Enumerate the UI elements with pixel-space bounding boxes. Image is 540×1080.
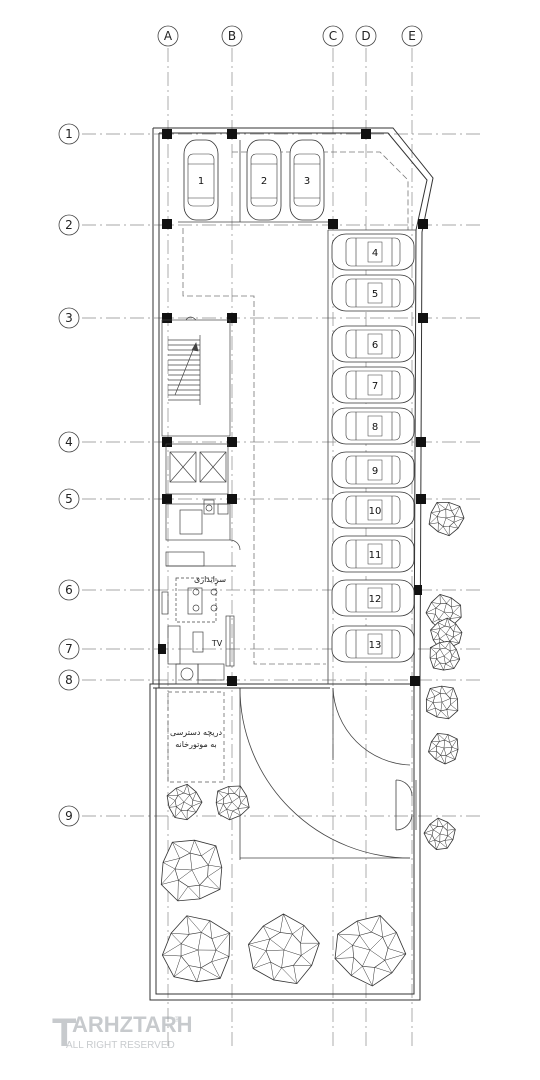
parking-number: 6 xyxy=(372,340,378,351)
grid-label-a: A xyxy=(164,29,173,43)
parking-number: 2 xyxy=(261,176,267,187)
parking-space-9: 9 xyxy=(331,451,415,489)
parking-space-12: 12 xyxy=(331,579,415,617)
parking-space-4: 4 xyxy=(331,233,415,271)
tv-label: TV xyxy=(211,639,223,648)
watermark-mark: T xyxy=(52,1011,76,1055)
access-hatch xyxy=(167,691,225,783)
parking-space-8: 8 xyxy=(331,407,415,445)
grid-bubble-row-7: 7 xyxy=(58,638,80,660)
caretaker-room xyxy=(161,551,236,685)
tree xyxy=(428,502,465,537)
elevators xyxy=(165,443,229,495)
caretaker-room-label: سرایداری xyxy=(194,575,226,584)
tree xyxy=(425,685,459,720)
grid-bubble-row-1: 1 xyxy=(58,123,80,145)
tree xyxy=(334,914,407,987)
parking-number: 7 xyxy=(372,381,378,392)
parking-number: 3 xyxy=(304,176,310,187)
grid-bubble-row-6: 6 xyxy=(58,579,80,601)
grid-bubble-row-8: 8 xyxy=(58,669,80,691)
grid-bubble-column-a: A xyxy=(157,25,179,47)
parking-number: 12 xyxy=(369,594,382,605)
tree xyxy=(428,732,459,765)
parking-number: 1 xyxy=(198,176,204,187)
wc xyxy=(165,499,241,551)
parking-number: 8 xyxy=(372,422,378,433)
tree xyxy=(160,839,223,902)
grid-bubble-column-b: B xyxy=(221,25,243,47)
parking-number: 10 xyxy=(369,506,382,517)
stair xyxy=(161,316,231,437)
parking-space-10: 10 xyxy=(331,491,415,529)
grid-label-e: E xyxy=(408,29,416,43)
exterior-walls xyxy=(149,127,434,1001)
parking-space-7: 7 xyxy=(331,366,415,404)
trees xyxy=(160,502,465,987)
watermark-registered: ® xyxy=(174,1015,180,1024)
hatch-label-line2: به موتورخانه xyxy=(175,740,217,749)
tree xyxy=(166,783,203,821)
parking-number: 11 xyxy=(369,550,382,561)
watermark-logo: T ARHZTARH ® ALL RIGHT RESERVED xyxy=(52,1011,193,1055)
grid-bubble-row-3: 3 xyxy=(58,307,80,329)
grid-label-3: 3 xyxy=(65,311,73,325)
parking-number: 4 xyxy=(372,248,378,259)
grid-label-1: 1 xyxy=(65,127,73,141)
watermark-rights: ALL RIGHT RESERVED xyxy=(66,1040,175,1051)
tree xyxy=(161,915,231,983)
hatch-label-line1: دریچه دسترسی xyxy=(170,728,223,737)
parking-space-1: 1 xyxy=(183,139,219,221)
grid-bubble-column-c: C xyxy=(322,25,344,47)
grid-label-4: 4 xyxy=(65,435,73,449)
grid-bubble-column-e: E xyxy=(401,25,423,47)
parking-space-11: 11 xyxy=(331,535,415,573)
parking-space-2: 2 xyxy=(246,139,282,221)
grid-bubble-column-d: D xyxy=(355,25,377,47)
grid-label-c: C xyxy=(329,29,337,43)
grid-label-b: B xyxy=(228,29,236,43)
grid-label-6: 6 xyxy=(65,583,73,597)
parking-number: 13 xyxy=(369,640,382,651)
grid-bubble-row-2: 2 xyxy=(58,214,80,236)
tree xyxy=(248,913,320,985)
tree xyxy=(215,785,250,821)
entrance-doors xyxy=(239,687,417,860)
grid-bubble-row-9: 9 xyxy=(58,805,80,827)
grid-label-5: 5 xyxy=(65,492,73,506)
tree xyxy=(429,640,461,671)
parking-space-5: 5 xyxy=(331,274,415,312)
grid-label-7: 7 xyxy=(65,642,73,656)
parking-space-3: 3 xyxy=(289,139,325,221)
watermark-brand: ARHZTARH xyxy=(72,1012,193,1037)
grid-bubble-row-4: 4 xyxy=(58,431,80,453)
parking-dividers xyxy=(178,140,416,684)
grid-label-d: D xyxy=(361,29,370,43)
parking-space-13: 13 xyxy=(331,625,415,663)
grid-label-2: 2 xyxy=(65,218,73,232)
parking-space-6: 6 xyxy=(331,325,415,363)
tree xyxy=(423,817,456,851)
grid-bubble-row-5: 5 xyxy=(58,488,80,510)
grid-label-8: 8 xyxy=(65,673,73,687)
tree xyxy=(425,593,462,631)
parking-number: 9 xyxy=(372,466,378,477)
grid-label-9: 9 xyxy=(65,809,73,823)
parking-number: 5 xyxy=(372,289,378,300)
structural-columns xyxy=(158,129,428,686)
